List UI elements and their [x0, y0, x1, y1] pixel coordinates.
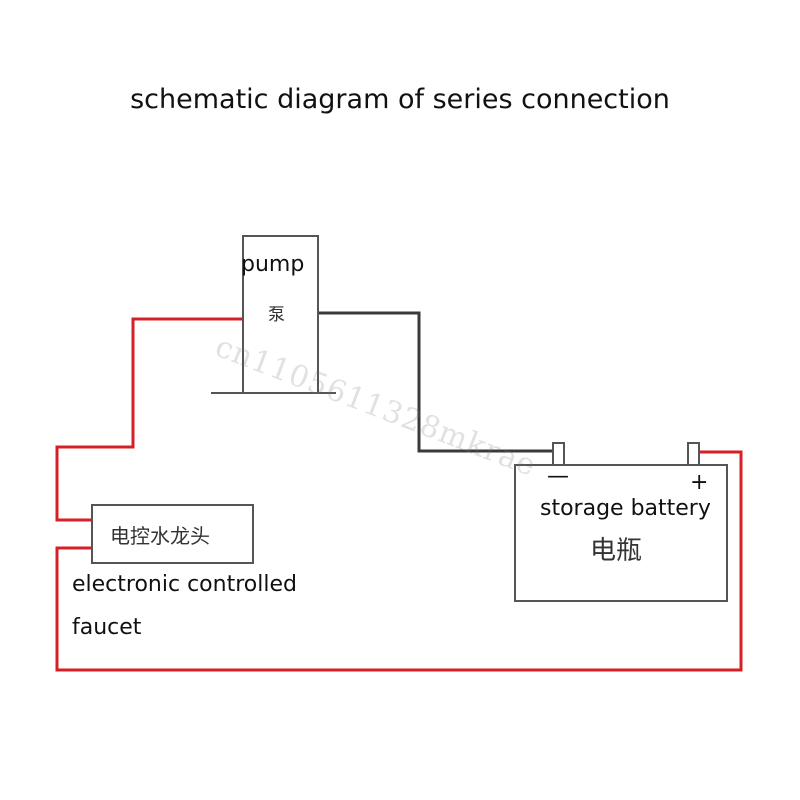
wire-faucet-to-battery-positive [55, 450, 743, 672]
battery-label-chinese: 电瓶 [590, 536, 643, 566]
wire-pump-to-battery-negative [318, 311, 553, 453]
faucet-label-chinese: 电控水龙头 [110, 524, 210, 548]
pump-label-chinese: 泵 [268, 305, 285, 325]
battery-box [514, 464, 728, 602]
battery-positive-terminal [687, 442, 700, 466]
battery-label: storage battery [540, 496, 711, 521]
wire-pump-to-faucet [55, 317, 243, 522]
negative-sign: — [547, 464, 569, 489]
diagram-title: schematic diagram of series connection [130, 84, 670, 115]
pump-label: pump [241, 252, 305, 277]
faucet-label-line1: electronic controlled [72, 572, 297, 597]
positive-sign: + [690, 470, 709, 495]
battery-negative-terminal [552, 442, 565, 466]
faucet-box [91, 504, 254, 564]
faucet-label-line2: faucet [72, 615, 142, 640]
